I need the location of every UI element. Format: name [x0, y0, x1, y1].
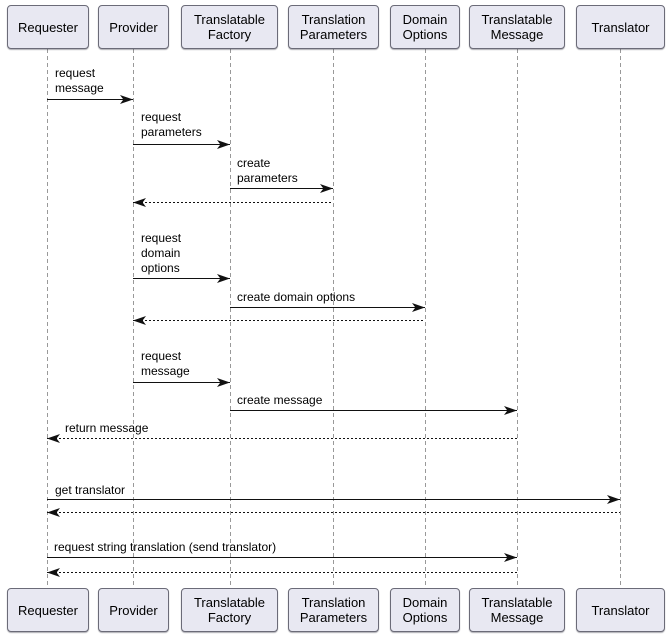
- message-7-arrowhead-icon: [133, 316, 146, 325]
- message-6-create-domain-options-label: create domain options: [237, 290, 356, 304]
- message-10-arrowhead-icon: [47, 434, 60, 443]
- message-9-create-message-label: create message: [237, 393, 323, 407]
- message-12-arrowhead-icon: [47, 508, 60, 517]
- participant-label: Translation Parameters: [299, 595, 368, 625]
- lifeline-domain-options: [425, 49, 426, 588]
- message-8-line: [133, 382, 230, 383]
- participant-label: Translatable Factory: [193, 12, 266, 42]
- lifeline-translator: [620, 49, 621, 588]
- participant-label: Requester: [18, 19, 78, 35]
- message-11-line: [47, 499, 620, 500]
- message-5-request-domain-options-label: request domain options: [141, 231, 182, 275]
- message-9-line: [230, 410, 517, 411]
- participant-label: Translator: [591, 602, 650, 618]
- lifeline-provider: [133, 49, 134, 588]
- participant-label: Translatable Message: [481, 12, 553, 42]
- message-13-arrowhead-icon: [504, 553, 517, 562]
- participant-provider-bottom: Provider: [98, 588, 169, 632]
- participant-translator-bottom: Translator: [576, 588, 665, 632]
- participant-translatable-message-top: Translatable Message: [469, 5, 565, 49]
- message-3-arrowhead-icon: [320, 184, 333, 193]
- message-2-line: [133, 144, 230, 145]
- message-8-arrowhead-icon: [217, 378, 230, 387]
- participant-label: Domain Options: [402, 595, 448, 625]
- message-14-return-line: [47, 572, 517, 573]
- message-12-return-line: [47, 512, 620, 513]
- participant-label: Domain Options: [402, 12, 448, 42]
- message-5-line: [133, 278, 230, 279]
- participant-label: Provider: [109, 19, 158, 35]
- participant-label: Requester: [18, 602, 78, 618]
- participant-domain-options-top: Domain Options: [390, 5, 460, 49]
- participant-label: Translation Parameters: [299, 12, 368, 42]
- message-14-arrowhead-icon: [47, 568, 60, 577]
- participant-translator-top: Translator: [576, 5, 665, 49]
- message-1-arrowhead-icon: [120, 95, 133, 104]
- message-1-line: [47, 99, 133, 100]
- participant-requester-bottom: Requester: [7, 588, 89, 632]
- lifeline-translatable-message: [517, 49, 518, 588]
- message-11-arrowhead-icon: [607, 495, 620, 504]
- message-10-return-line: [47, 438, 517, 439]
- message-4-return-line: [133, 202, 333, 203]
- participant-translation-parameters-bottom: Translation Parameters: [288, 588, 379, 632]
- participant-requester-top: Requester: [7, 5, 89, 49]
- message-3-line: [230, 188, 333, 189]
- lifeline-translatable-factory: [230, 49, 231, 588]
- message-1-request-message-label: request message: [55, 66, 104, 95]
- participant-translation-parameters-top: Translation Parameters: [288, 5, 379, 49]
- participant-label: Provider: [109, 602, 158, 618]
- message-8-request-message-label: request message: [141, 349, 190, 378]
- participant-domain-options-bottom: Domain Options: [390, 588, 460, 632]
- message-5-arrowhead-icon: [217, 274, 230, 283]
- message-2-arrowhead-icon: [217, 140, 230, 149]
- message-11-get-translator-label: get translator: [55, 483, 126, 497]
- lifeline-requester: [47, 49, 48, 588]
- participant-label: Translator: [591, 19, 650, 35]
- message-13-request-string-translation-label: request string translation (send transla…: [54, 540, 277, 554]
- message-13-line: [47, 557, 517, 558]
- message-9-arrowhead-icon: [504, 406, 517, 415]
- message-4-arrowhead-icon: [133, 198, 146, 207]
- lifeline-translation-parameters: [333, 49, 334, 588]
- participant-provider-top: Provider: [98, 5, 169, 49]
- message-6-line: [230, 307, 425, 308]
- participant-label: Translatable Factory: [193, 595, 266, 625]
- message-3-create-parameters-label: create parameters: [237, 156, 298, 185]
- message-10-return-message-label: return message: [65, 421, 149, 435]
- message-7-return-line: [133, 320, 425, 321]
- message-6-arrowhead-icon: [412, 303, 425, 312]
- participant-label: Translatable Message: [481, 595, 553, 625]
- message-2-request-parameters-label: request parameters: [141, 110, 202, 139]
- participant-translatable-factory-top: Translatable Factory: [181, 5, 278, 49]
- participant-translatable-message-bottom: Translatable Message: [469, 588, 565, 632]
- participant-translatable-factory-bottom: Translatable Factory: [181, 588, 278, 632]
